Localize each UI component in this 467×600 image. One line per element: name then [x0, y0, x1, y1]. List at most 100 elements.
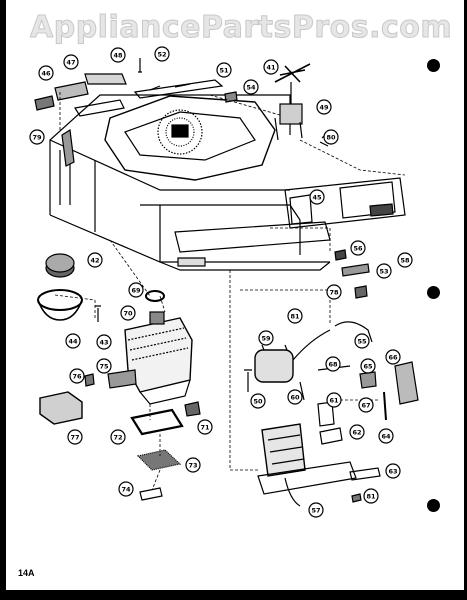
svg-text:49: 49 — [319, 104, 329, 112]
callout: 76 — [69, 368, 85, 384]
svg-text:47: 47 — [66, 59, 75, 67]
callout: 54 — [243, 79, 259, 95]
svg-text:44: 44 — [68, 338, 78, 346]
scan-border-bottom — [0, 590, 467, 600]
callout: 59 — [258, 330, 274, 346]
callout: 45 — [309, 189, 325, 205]
svg-text:43: 43 — [99, 339, 108, 347]
svg-text:69: 69 — [131, 287, 141, 295]
callout: 62 — [349, 424, 365, 440]
callout: 41 — [263, 59, 279, 75]
waveguide-cover — [104, 95, 276, 181]
svg-text:64: 64 — [381, 433, 391, 441]
svg-text:73: 73 — [188, 462, 197, 470]
callout: 78 — [326, 284, 342, 300]
svg-text:54: 54 — [246, 84, 256, 92]
svg-text:58: 58 — [400, 257, 410, 265]
svg-text:41: 41 — [266, 64, 276, 72]
binder-hole-middle — [427, 286, 440, 299]
svg-text:81: 81 — [290, 313, 300, 321]
callout: 48 — [110, 47, 126, 63]
svg-text:81: 81 — [366, 493, 376, 501]
callout: 66 — [385, 349, 401, 365]
svg-text:48: 48 — [113, 52, 123, 60]
callout: 63 — [385, 463, 401, 479]
svg-text:78: 78 — [329, 289, 339, 297]
svg-text:79: 79 — [32, 134, 42, 142]
svg-text:62: 62 — [352, 429, 361, 437]
callout: 58 — [397, 252, 413, 268]
callout: 74 — [118, 481, 134, 497]
svg-text:57: 57 — [311, 507, 320, 515]
binder-hole-bottom — [427, 499, 440, 512]
callout: 61 — [326, 392, 342, 408]
callout: 80 — [323, 129, 339, 145]
svg-text:71: 71 — [200, 424, 210, 432]
callout: 44 — [65, 333, 81, 349]
callout: 57 — [308, 502, 324, 518]
svg-text:74: 74 — [121, 486, 131, 494]
svg-text:65: 65 — [363, 363, 373, 371]
magnetron — [124, 311, 193, 405]
callout: 51 — [216, 62, 232, 78]
svg-text:51: 51 — [219, 67, 229, 75]
svg-text:56: 56 — [353, 245, 363, 253]
callout: 43 — [96, 334, 112, 350]
callouts: 48 52 51 47 46 41 54 49 79 80 45 42 69 5… — [29, 46, 413, 518]
cabinet-body — [49, 94, 331, 271]
callout: 52 — [154, 46, 170, 62]
callout: 73 — [185, 457, 201, 473]
svg-text:61: 61 — [329, 397, 339, 405]
svg-text:42: 42 — [90, 257, 99, 265]
callout: 47 — [63, 54, 79, 70]
capacitor — [254, 329, 331, 383]
scan-border-right — [464, 0, 467, 600]
callout: 65 — [360, 358, 376, 374]
callout: 60 — [287, 389, 303, 405]
callout: 46 — [38, 65, 54, 81]
callout: 70 — [120, 305, 136, 321]
svg-text:55: 55 — [357, 338, 367, 346]
callout: 55 — [354, 333, 370, 349]
binder-hole-top — [427, 59, 440, 72]
callout: 67 — [358, 397, 374, 413]
watermark: AppliancePartsPros.com — [29, 10, 453, 46]
svg-text:80: 80 — [326, 134, 336, 142]
svg-text:46: 46 — [41, 70, 51, 78]
callout: 77 — [67, 429, 83, 445]
callout: 68 — [325, 356, 341, 372]
svg-text:75: 75 — [99, 363, 109, 371]
svg-text:77: 77 — [70, 434, 79, 442]
callout: 71 — [197, 419, 213, 435]
svg-text:53: 53 — [379, 268, 388, 276]
callout: 50 — [250, 393, 266, 409]
callout: 42 — [87, 252, 103, 268]
svg-text:70: 70 — [123, 310, 133, 318]
callout: 72 — [110, 429, 126, 445]
svg-text:76: 76 — [72, 373, 82, 381]
callout: 64 — [378, 428, 394, 444]
callout: 69 — [128, 282, 144, 298]
page-number: 14A — [18, 568, 35, 578]
transformer — [257, 423, 357, 507]
svg-text:68: 68 — [328, 361, 338, 369]
svg-text:60: 60 — [290, 394, 300, 402]
callout: 81 — [363, 488, 379, 504]
svg-text:66: 66 — [388, 354, 398, 362]
svg-text:63: 63 — [388, 468, 397, 476]
svg-text:50: 50 — [253, 398, 263, 406]
scan-border-left — [0, 0, 6, 600]
svg-text:45: 45 — [312, 194, 322, 202]
callout: 79 — [29, 129, 45, 145]
callout: 53 — [376, 263, 392, 279]
callout: 81 — [287, 308, 303, 324]
svg-text:72: 72 — [113, 434, 122, 442]
callout: 75 — [96, 358, 112, 374]
svg-text:59: 59 — [261, 335, 271, 343]
callout: 49 — [316, 99, 332, 115]
callout: 56 — [350, 240, 366, 256]
svg-text:52: 52 — [157, 51, 166, 59]
svg-text:67: 67 — [361, 402, 370, 410]
